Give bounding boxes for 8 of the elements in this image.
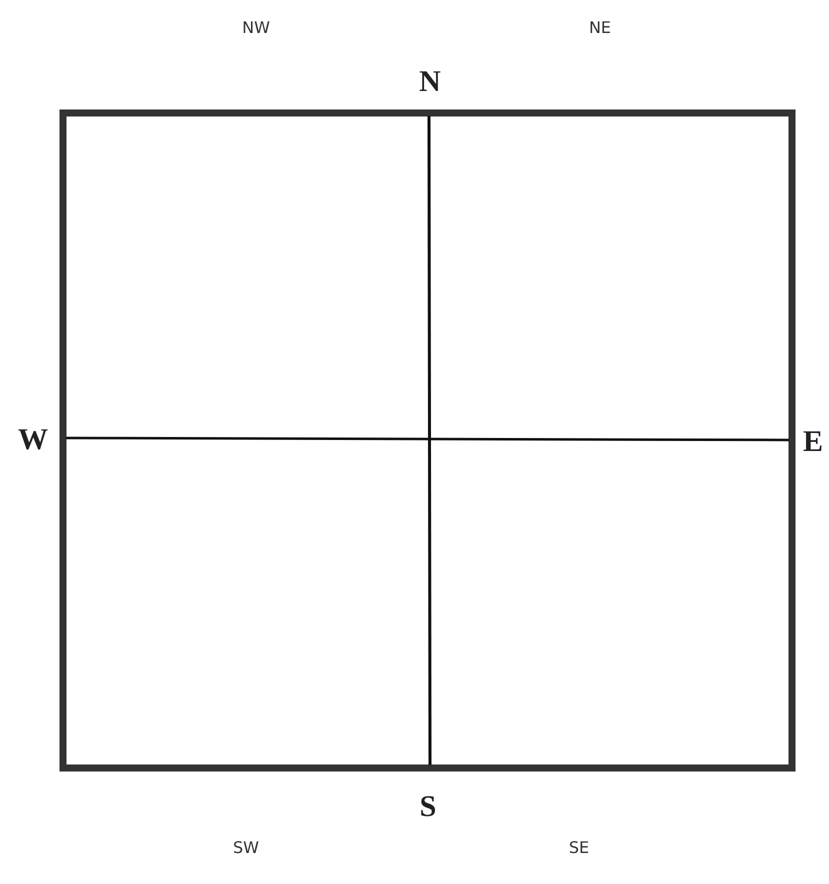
compass-letter: W (18, 425, 48, 455)
direction-label: SW (233, 840, 259, 856)
direction-label: NE (588, 20, 612, 36)
compass-letter: E (803, 427, 823, 457)
direction-label: SE (568, 840, 590, 856)
compass-letter: N (419, 67, 441, 97)
compass-letter: S (420, 792, 436, 822)
direction-label: NW (242, 20, 270, 36)
